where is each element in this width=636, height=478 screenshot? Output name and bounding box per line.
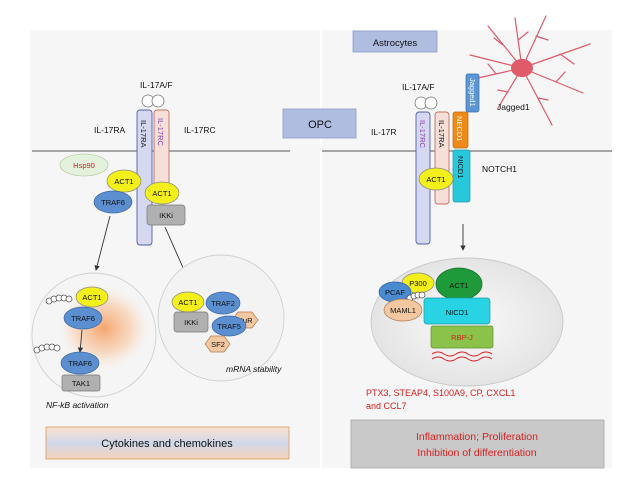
rbpj-text: RBP-J bbox=[451, 333, 473, 342]
hsp90-text: Hsp90 bbox=[73, 161, 95, 170]
outcome-line-1: Inflammation; Proliferation bbox=[416, 431, 538, 443]
p300-text: P300 bbox=[409, 279, 427, 288]
nucleus-act1-text: ACT1 bbox=[449, 281, 468, 290]
right-receptor-ra-text: IL-17RA bbox=[437, 120, 446, 148]
necd-text: NECD1 bbox=[455, 116, 464, 141]
right-ligand-label: IL-17A/F bbox=[402, 82, 435, 92]
traf6-membrane-text: TRAF6 bbox=[101, 198, 125, 207]
astrocyte-soma bbox=[511, 59, 533, 77]
nfkb-traf6-b-text: TRAF6 bbox=[68, 359, 92, 368]
cytokines-box bbox=[45, 426, 290, 460]
act1-rc-text: ACT1 bbox=[152, 189, 171, 198]
nucleus-ubiquitin-chain bbox=[406, 291, 426, 302]
genes-line-2: and CCL7 bbox=[366, 401, 407, 411]
left-ligand-label: IL-17A/F bbox=[140, 80, 173, 90]
nfkb-traf6-a-node bbox=[63, 306, 103, 330]
pcaf-text: PCAF bbox=[385, 288, 405, 297]
mrna-ikki-node bbox=[173, 311, 209, 333]
act1-membrane-node bbox=[106, 169, 142, 193]
nfkb-act1-text: ACT1 bbox=[82, 293, 101, 302]
cytokines-text: Cytokines and chemokines bbox=[101, 438, 233, 450]
traf2-node bbox=[205, 291, 241, 315]
act1-rc-node bbox=[144, 181, 180, 205]
astrocytes-box bbox=[352, 30, 438, 53]
tak1-node bbox=[61, 374, 101, 392]
left-receptor-ra-text: IL-17RA bbox=[139, 120, 148, 148]
nfkb-ubiquitin-chain-b bbox=[33, 343, 61, 354]
nucleus-nicd-text: NICD1 bbox=[446, 308, 469, 317]
traf2-text: TRAF2 bbox=[211, 299, 235, 308]
traf6-membrane-node bbox=[93, 190, 133, 214]
right-receptor-rc-text: IL-17RC bbox=[418, 120, 427, 149]
opc-text: OPC bbox=[308, 119, 332, 131]
right-act1-text: ACT1 bbox=[426, 175, 445, 184]
left-receptor-rc-label: IL-17RC bbox=[184, 125, 216, 135]
nfkb-ubiquitin-chain-a bbox=[45, 294, 73, 305]
hur-text: HuR bbox=[237, 316, 253, 325]
genes-line-1: PTX3, STEAP4, S100A9, CP, CXCL1 bbox=[366, 388, 515, 398]
opc-box bbox=[282, 108, 357, 139]
outcome-box bbox=[350, 419, 605, 469]
dna-strand-a bbox=[431, 351, 493, 357]
mrna-caption: mRNA stability bbox=[226, 364, 282, 374]
left-receptor-ra-label: IL-17RA bbox=[94, 125, 126, 135]
nfkb-traf6-b-node bbox=[60, 351, 100, 375]
outcome-line-2: Inhibition of differentiation bbox=[417, 447, 537, 459]
notch-label: NOTCH1 bbox=[482, 164, 517, 174]
right-receptor-label: IL-17R bbox=[371, 127, 397, 137]
nfkb-traf6-a-text: TRAF6 bbox=[71, 314, 95, 323]
act1-membrane-text: ACT1 bbox=[114, 177, 133, 186]
jagged-label: Jagged1 bbox=[497, 102, 530, 112]
ikki-rc-text: IKKi bbox=[159, 211, 173, 220]
sf2-node bbox=[204, 335, 231, 353]
mrna-ikki-text: IKKi bbox=[184, 318, 198, 327]
sf2-text: SF2 bbox=[211, 340, 225, 349]
nfkb-act1-node bbox=[75, 286, 109, 308]
traf5-node bbox=[211, 315, 247, 337]
arrow-traf6-tak1 bbox=[77, 329, 84, 353]
maml1-node bbox=[383, 298, 423, 322]
traf5-text: TRAF5 bbox=[217, 322, 241, 331]
rbpj-node bbox=[430, 325, 494, 349]
right-ligand-f bbox=[424, 96, 438, 110]
nicd-membrane-bar bbox=[452, 149, 471, 203]
left-receptor-rc-text: IL-17RC bbox=[156, 118, 165, 147]
tak1-text: TAK1 bbox=[72, 379, 90, 388]
jagged-bar-text: Jagged1 bbox=[468, 78, 477, 107]
nfkb-caption: NF-kB activation bbox=[46, 400, 109, 410]
ikki-rc-node bbox=[146, 204, 186, 226]
necd-bar bbox=[452, 111, 469, 149]
mrna-act1-text: ACT1 bbox=[178, 298, 197, 307]
arrow-to-nfkb bbox=[94, 215, 111, 271]
astrocytes-text: Astrocytes bbox=[373, 38, 418, 49]
nucleus-nicd-node bbox=[423, 297, 491, 325]
right-act1-node bbox=[418, 167, 454, 191]
left-ligand-f bbox=[151, 94, 165, 108]
dna-strand-b bbox=[431, 356, 493, 362]
maml1-text: MAML1 bbox=[390, 306, 416, 315]
jagged-bar bbox=[465, 73, 480, 113]
hsp90-node bbox=[59, 153, 109, 177]
nicd-membrane-text: NICD1 bbox=[456, 156, 465, 179]
